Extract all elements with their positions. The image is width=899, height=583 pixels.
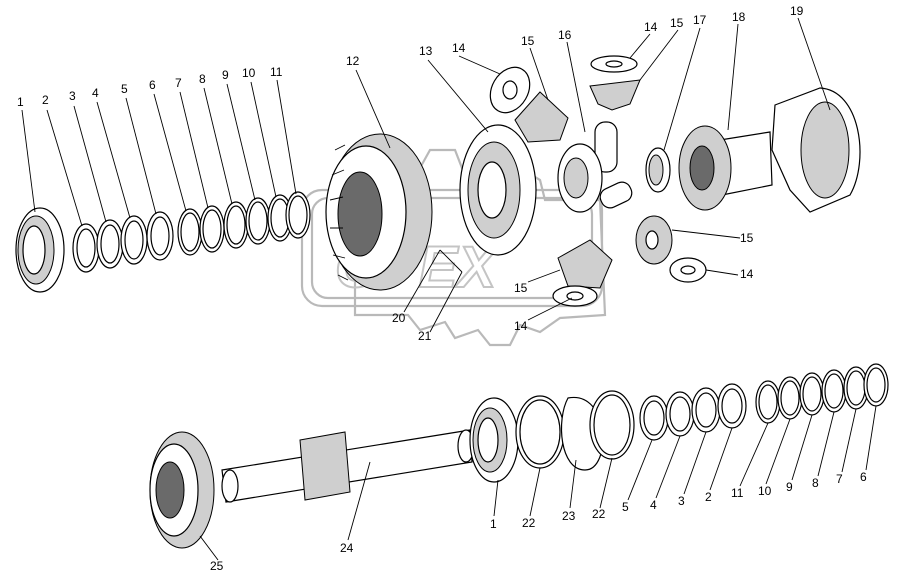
- callout-15-d: 15: [514, 281, 528, 295]
- callout-23: 23: [562, 509, 576, 523]
- callouts-bottom: 25 24 1 22 23 22 5 4 3 2 11 10 9 8 7 6: [210, 470, 867, 573]
- callout-25: 25: [210, 559, 224, 573]
- callout-15-c: 15: [740, 231, 754, 245]
- pinion-part-15-c: [635, 215, 673, 265]
- callout-8-bottom: 8: [812, 476, 819, 490]
- callout-10-bottom: 10: [758, 484, 772, 498]
- callout-11: 11: [270, 65, 283, 79]
- callout-16: 16: [558, 28, 572, 42]
- callout-11-bottom: 11: [731, 486, 744, 500]
- callout-7: 7: [175, 76, 182, 90]
- callout-8: 8: [199, 72, 206, 86]
- callouts-top: 1 2 3 4 5 6 7 8 9 10 11 12 13 14 15 16 1…: [17, 4, 804, 343]
- callout-14-d: 14: [514, 319, 528, 333]
- washer-part-14-d: [552, 285, 598, 307]
- washer-part-14-b: [590, 55, 638, 73]
- callout-14-c: 14: [740, 267, 754, 281]
- callout-9-bottom: 9: [786, 480, 793, 494]
- callout-3-bottom: 3: [678, 494, 685, 508]
- bearing-part-1-bottom: [469, 397, 519, 483]
- callout-15-b: 15: [670, 16, 684, 30]
- callout-7-bottom: 7: [836, 472, 843, 486]
- cross-shaft-part-16: [557, 121, 633, 213]
- seal-part-17: [645, 147, 671, 193]
- callout-19: 19: [790, 4, 804, 18]
- callout-13: 13: [419, 44, 433, 58]
- pinion-part-15-b: [589, 79, 641, 111]
- callout-20: 20: [392, 311, 406, 325]
- callout-22-b: 22: [592, 507, 606, 521]
- callout-5: 5: [121, 82, 128, 96]
- leader-lines: [21, 17, 877, 561]
- callout-6: 6: [149, 78, 156, 92]
- carrier-cup-part-19: [771, 87, 861, 213]
- callout-17: 17: [693, 13, 707, 27]
- ring-stack-bottom-a: [639, 383, 747, 441]
- callout-2: 2: [42, 93, 49, 107]
- housing-plate-part-13: [459, 124, 537, 256]
- callout-22-a: 22: [522, 516, 536, 530]
- callout-15-a: 15: [521, 34, 535, 48]
- side-gear-part-18: [678, 125, 773, 211]
- callout-5-bottom: 5: [622, 500, 629, 514]
- callout-14-b: 14: [644, 20, 658, 34]
- callout-21: 21: [418, 329, 432, 343]
- callout-10: 10: [242, 66, 256, 80]
- callout-9: 9: [222, 68, 229, 82]
- bearing-part-1-top: [15, 207, 65, 293]
- callout-12: 12: [346, 54, 360, 68]
- callout-4-bottom: 4: [650, 498, 657, 512]
- callout-1: 1: [17, 95, 24, 109]
- ring-stack-top: [72, 191, 311, 273]
- callout-3: 3: [69, 89, 76, 103]
- washer-part-14-a: [489, 66, 531, 114]
- crown-gear-part-12: [325, 133, 433, 291]
- callout-24: 24: [340, 541, 354, 555]
- callout-18: 18: [732, 10, 746, 24]
- splined-shaft-part-24: [221, 429, 475, 503]
- snap-rings-bottom: [515, 390, 635, 471]
- bolt-part-20: [439, 249, 463, 273]
- callout-14-a: 14: [452, 41, 466, 55]
- callout-6-bottom: 6: [860, 470, 867, 484]
- callout-2-bottom: 2: [705, 490, 712, 504]
- pinion-part-15-d: [557, 239, 613, 289]
- pinion-part-15-a: [514, 91, 569, 143]
- bevel-gear-part-25: [149, 431, 215, 549]
- washer-part-14-c: [669, 257, 707, 283]
- ring-stack-bottom-b: [755, 363, 889, 424]
- callout-1-bottom: 1: [490, 517, 497, 531]
- callout-4: 4: [92, 86, 99, 100]
